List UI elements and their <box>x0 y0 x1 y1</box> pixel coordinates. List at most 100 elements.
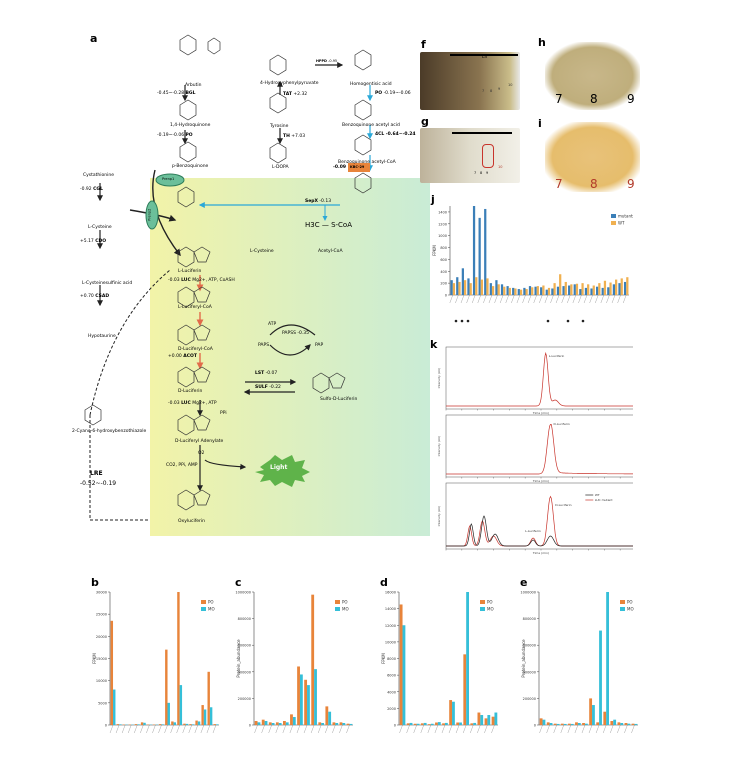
bar <box>475 277 478 295</box>
x-tick <box>463 724 467 734</box>
acot-fc-value: +0.00 <box>168 354 182 359</box>
seg-g-10: 10 <box>498 165 503 169</box>
bar <box>553 723 557 725</box>
label-papss: PAPSS -0.35 <box>282 331 310 336</box>
x-tick <box>282 724 286 734</box>
bar <box>197 721 201 725</box>
x-tick <box>164 724 168 734</box>
seg-g-9: 9 <box>486 171 489 175</box>
bar <box>110 620 114 725</box>
x-tick <box>449 294 453 304</box>
label-benzo-acetyl-coa: Benzoquinone acetyl-CoA <box>338 160 396 165</box>
bar <box>491 716 495 725</box>
lst-fc-value: -0.07 <box>265 371 278 376</box>
x-tick <box>406 724 410 734</box>
legend-swatch <box>201 600 206 604</box>
bar <box>487 715 491 725</box>
legend-label: MO <box>487 607 494 612</box>
x-tick <box>254 724 258 734</box>
bar <box>321 723 325 725</box>
bar <box>189 724 192 725</box>
bar <box>304 679 308 725</box>
bar <box>596 722 600 725</box>
label-benzo-acetyl-acid: Benzoquinone acetyl acid <box>342 123 400 128</box>
csad-fc-value: +0.70 <box>80 294 94 299</box>
panel-label-g: g <box>421 115 429 128</box>
scale-label-f: Ln <box>482 55 488 60</box>
photo-g: 7 8 9 10 <box>420 128 520 183</box>
x-tick <box>472 294 476 304</box>
panel-label-c: c <box>235 576 242 589</box>
bar <box>546 722 550 725</box>
x-tick <box>448 724 453 734</box>
bar <box>618 283 621 295</box>
x-tick <box>550 294 554 304</box>
bar <box>620 723 624 725</box>
luc1-fc-value: -0.03 <box>168 278 180 283</box>
seg-f-8: 8 <box>490 89 493 93</box>
photo-i: 7 8 9 <box>545 122 640 192</box>
bar <box>547 287 551 295</box>
po2-fc: PO -0.19~-0.06 <box>375 91 411 97</box>
th-fc-value: +7.03 <box>291 134 306 139</box>
x-tick <box>631 724 635 734</box>
bar <box>456 277 459 295</box>
bar <box>134 724 138 725</box>
y-tick-label: 25000 <box>96 613 107 617</box>
y-axis-label: Protein_abundance <box>521 639 526 678</box>
bar <box>191 724 195 725</box>
bar <box>525 289 528 295</box>
y-tick-label: 1000 <box>438 234 447 238</box>
y-tick-label: 16000 <box>385 591 396 595</box>
x-tick <box>572 294 576 304</box>
bar <box>290 714 293 725</box>
bar <box>409 722 413 725</box>
bar <box>575 722 578 725</box>
x-tick <box>420 724 424 734</box>
cgl-name: CGL <box>93 187 103 192</box>
x-tick <box>427 724 431 734</box>
x-tick <box>553 724 557 734</box>
bgl-fc-value: -0.45~-0.28 <box>157 91 185 96</box>
bar <box>503 286 506 295</box>
bar <box>437 722 441 725</box>
bar <box>592 705 595 725</box>
label-hppyr: 4-Hydroxyphenylpyruvate <box>260 81 319 86</box>
x-tick <box>477 294 481 304</box>
bar <box>332 722 336 725</box>
bar <box>610 721 614 725</box>
bar <box>617 722 621 725</box>
bar <box>627 723 631 725</box>
y-tick-label: 800 <box>440 246 447 250</box>
bar <box>577 723 581 725</box>
bar <box>542 719 546 725</box>
bar <box>328 711 332 725</box>
bar <box>402 625 406 725</box>
bar <box>609 282 612 295</box>
x-tick <box>310 724 315 734</box>
bar <box>413 723 417 725</box>
hppd-name: HPPD <box>316 59 327 63</box>
bar <box>489 283 492 295</box>
bar <box>514 288 517 295</box>
bar <box>299 674 303 725</box>
x-tick <box>460 294 465 304</box>
bar <box>598 283 601 295</box>
trace-red <box>446 424 633 475</box>
bar <box>311 594 315 725</box>
bar <box>500 284 504 295</box>
bar <box>495 280 498 295</box>
legend-swatch <box>480 600 485 604</box>
acot-name: ACOT <box>183 354 197 359</box>
legend-label: WT <box>618 221 625 226</box>
y-tick-label: 600000 <box>523 644 536 648</box>
acetyl-h3c: H3C <box>305 221 320 229</box>
bar <box>484 208 487 295</box>
significance-marker <box>460 319 464 323</box>
y-tick-label: 5000 <box>98 701 107 705</box>
x-tick <box>121 724 126 734</box>
bar <box>560 723 564 725</box>
y-tick-label: 400 <box>440 270 447 274</box>
y-tick-label: 200000 <box>238 697 251 701</box>
x-axis-label: Time (min) <box>532 411 549 415</box>
